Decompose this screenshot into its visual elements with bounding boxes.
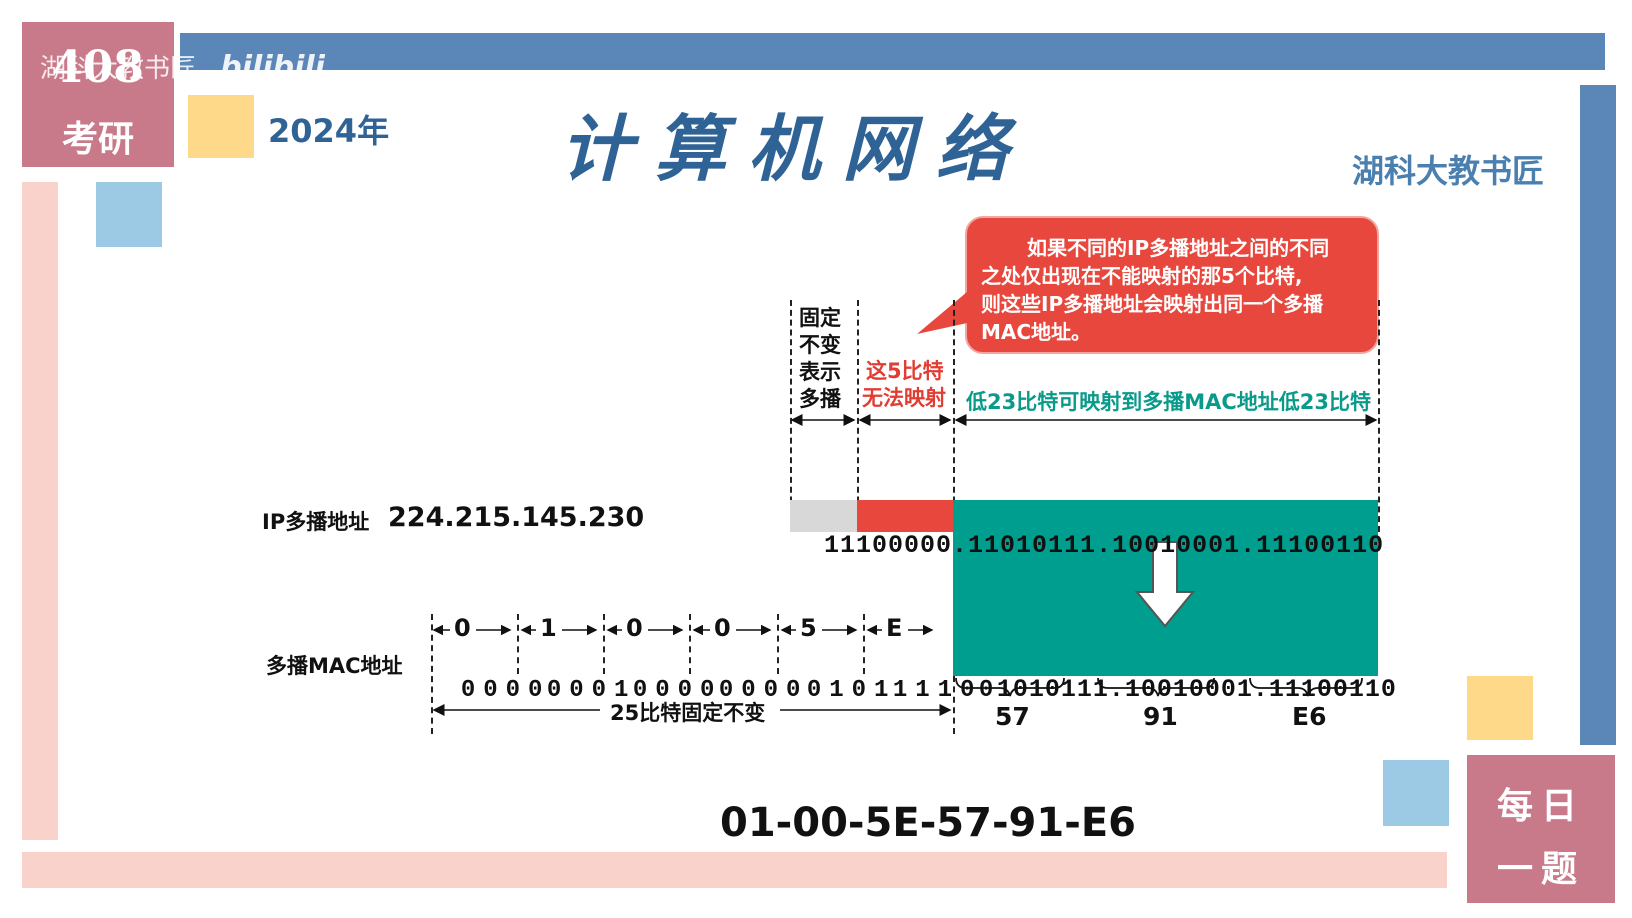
lightblue-square-top (96, 182, 162, 247)
byte-braces (955, 677, 1363, 697)
watermark: 湖科大教书匠 bilibili (40, 48, 325, 85)
fixed-label-1: 固定 (799, 306, 841, 330)
nibble-divider-0 (431, 614, 433, 734)
lightblue-square-bottom (1383, 760, 1449, 826)
nibble-divider-5 (863, 614, 865, 674)
fixed-25bit-label: 25比特固定不变 (610, 701, 766, 725)
hex-digit-0: 0 (454, 614, 471, 642)
callout-line-1: 如果不同的IP多播地址之间的不同 (1027, 236, 1330, 260)
divider-4 (1378, 300, 1380, 532)
badge-meiri: 每日 (1496, 785, 1585, 827)
down-arrow-icon (1135, 541, 1195, 628)
byte-hex-57: 57 (995, 702, 1030, 731)
hex-digit-5: E (886, 614, 903, 642)
mac-nibble-1: 0001 (546, 677, 637, 704)
callout-line-3: 则这些IP多播地址会映射出同一个多播 (981, 292, 1324, 316)
right-blue-bar (1580, 85, 1616, 745)
hex-digit-4: 5 (800, 614, 817, 642)
ip-multicast-label: IP多播地址 (262, 510, 370, 534)
nibble-divider-1 (517, 614, 519, 674)
hex-digit-2: 0 (626, 614, 643, 642)
year-label: 2024年 (268, 112, 390, 150)
nibble-divider-2 (603, 614, 605, 674)
bilibili-logo-icon: bilibili (220, 50, 325, 85)
unmappable-label-1: 这5比特 (866, 359, 944, 383)
top-blue-bar (180, 33, 1605, 70)
mappable-label: 低23比特可映射到多播MAC地址低23比特 (966, 390, 1372, 414)
ip-bits-fixed: 1110 (824, 531, 889, 560)
mac-multicast-label: 多播MAC地址 (266, 654, 403, 678)
result-mac-address: 01-00-5E-57-91-E6 (720, 800, 1136, 846)
badge-daily-question: 每日 一题 (1467, 755, 1615, 903)
unmapped-bits-highlight (857, 500, 953, 532)
span-arrows (790, 414, 1378, 426)
callout-bubble: 如果不同的IP多播地址之间的不同 之处仅出现在不能映射的那5个比特, 则这些IP… (965, 216, 1379, 354)
mac-nibble-0: 0000 (460, 677, 551, 704)
bottom-pink-bar (22, 852, 1447, 888)
yellow-square-bottom (1467, 676, 1533, 740)
badge-408: 408 (52, 42, 144, 93)
mac-hex-header: 0 1 0 0 5 E (432, 614, 936, 644)
nibble-divider-3 (689, 614, 691, 674)
author-label: 湖科大教书匠 (1352, 152, 1545, 190)
hex-span-arrows (432, 624, 934, 636)
ip-bits-mapped: 1010111.10010001.11100110 (984, 531, 1385, 560)
hex-digit-3: 0 (714, 614, 731, 642)
badge-yiti: 一题 (1496, 848, 1585, 890)
fixed-label-3: 表示 (799, 360, 841, 384)
callout-line-2: 之处仅出现在不能映射的那5个比特, (981, 264, 1303, 288)
badge-408-kaoyan: 408 考研 (22, 22, 174, 167)
ip-bits-unmapped: 0000.1 (888, 531, 985, 560)
divider-2 (857, 300, 859, 532)
fixed-25bit-arrow (432, 704, 952, 716)
mac-nibble-2: 0000 (632, 677, 723, 704)
yellow-square-top (188, 95, 254, 158)
left-pink-bar (22, 182, 58, 840)
unmappable-label-2: 无法映射 (862, 386, 946, 410)
mac-nibble-4: 0101 (806, 677, 897, 704)
mac-nibble-5: 1110 (892, 677, 983, 704)
callout-pointer (917, 292, 981, 334)
byte-hex-91: 91 (1143, 702, 1178, 731)
ip-binary: 11100000.11010111.10010001.11100110 (792, 502, 1384, 560)
callout-line-4: MAC地址。 (981, 320, 1092, 344)
nibble-divider-4 (777, 614, 779, 674)
unmappable-label: 这5比特 无法映射 (862, 358, 946, 412)
mac-nibble-3: 0000 (718, 677, 809, 704)
hex-digit-1: 1 (540, 614, 557, 642)
byte-hex-E6: E6 (1292, 702, 1327, 731)
fixed-label-4: 多播 (799, 387, 841, 411)
fixed-multicast-label: 固定 不变 表示 多播 (799, 305, 841, 413)
nibble-divider-6 (953, 676, 955, 734)
fixed-label-2: 不变 (799, 333, 841, 357)
page-title: 计算机网络 (560, 106, 1031, 191)
badge-kaoyan: 考研 (61, 118, 134, 160)
fixed-bits-highlight (790, 500, 857, 532)
watermark-channel: 湖科大教书匠 (40, 54, 197, 84)
ip-address-value: 224.215.145.230 (388, 502, 645, 533)
divider-3 (953, 300, 955, 532)
mac-prefix-bit: 0 (978, 677, 994, 704)
